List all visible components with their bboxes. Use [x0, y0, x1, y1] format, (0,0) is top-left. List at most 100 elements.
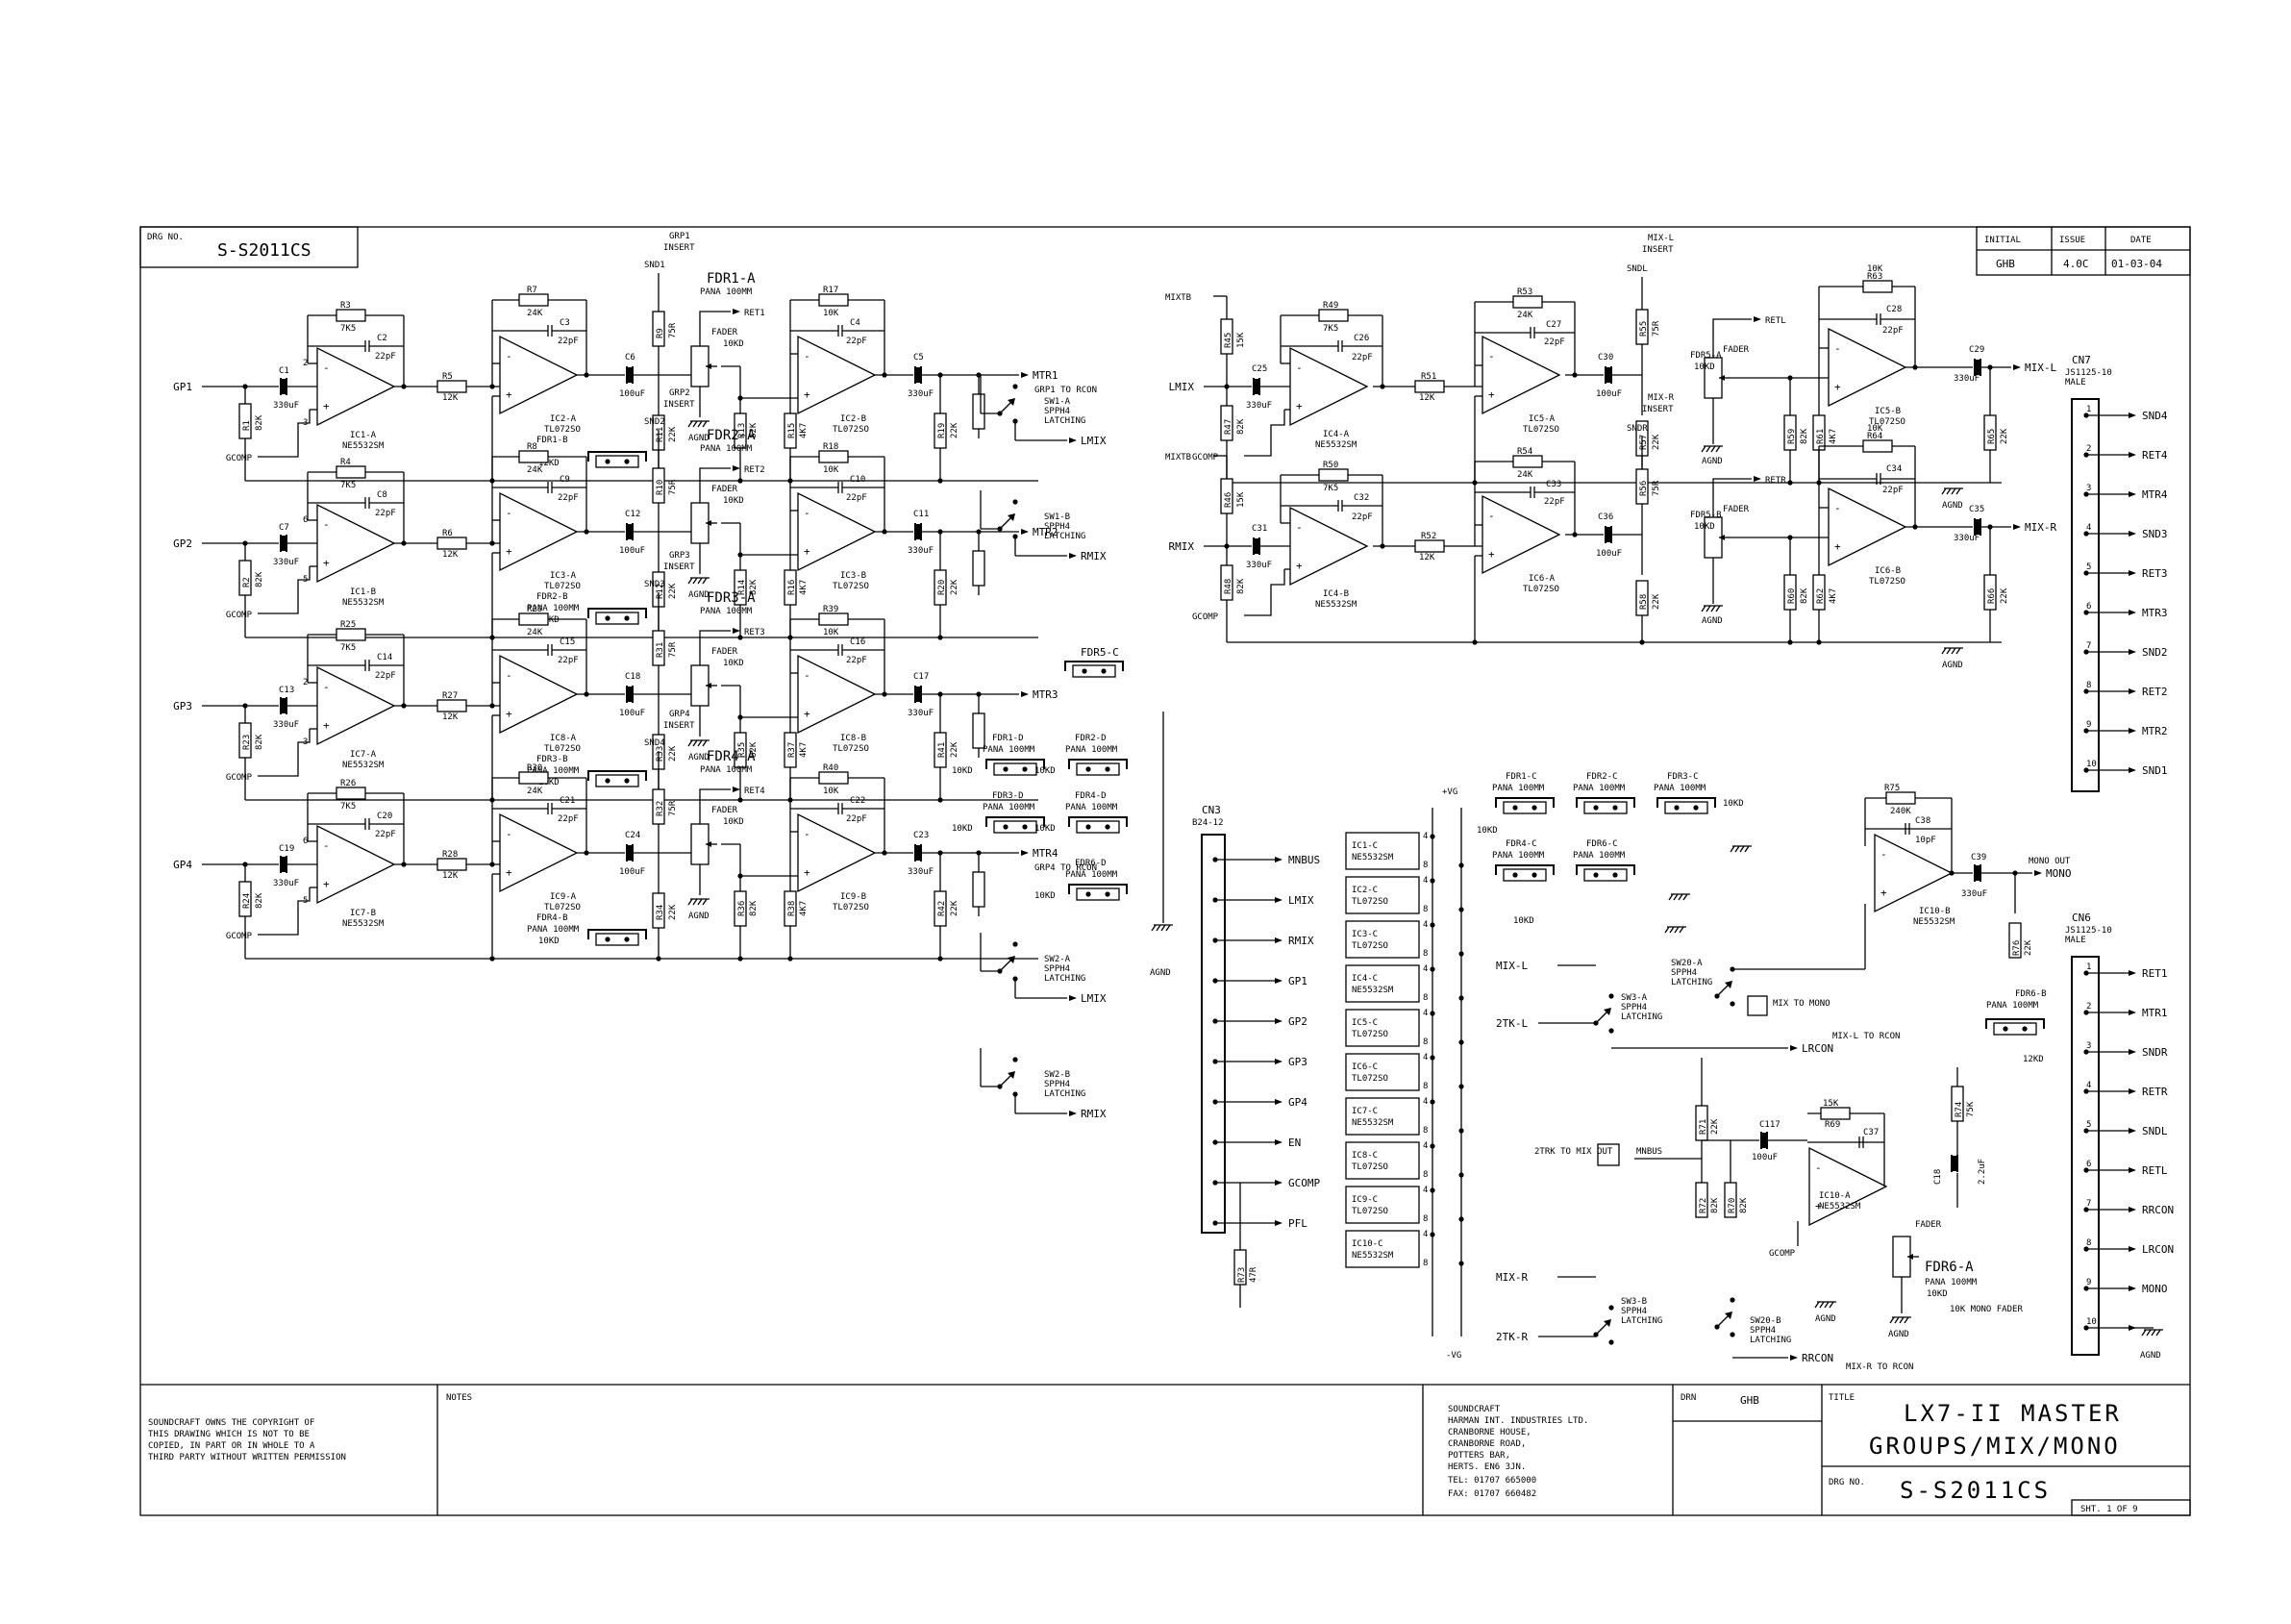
ic-type: TL072SO — [1869, 577, 1905, 587]
op-amp-1 — [316, 346, 396, 427]
drg-no-label-bottom: DRG NO. — [1829, 1478, 1865, 1487]
agnd-label: AGND — [1888, 1330, 1909, 1339]
component-value: 22pF — [846, 814, 867, 824]
component-value: 22K — [668, 426, 678, 442]
op-amp-1 — [316, 665, 396, 746]
drg-no-label: DRG NO. — [147, 233, 184, 242]
ground-hatch — [1899, 1316, 1905, 1324]
component-value: 330uF — [1246, 401, 1272, 411]
switch-mode: LATCHING — [1044, 1089, 1085, 1099]
arrow-head — [733, 628, 740, 634]
component-ref: R72 — [1699, 1198, 1708, 1213]
supply-ic-box — [1345, 1230, 1420, 1268]
meter-label: MTR3 — [1033, 688, 1058, 701]
op-minus: - — [323, 518, 330, 531]
output-label: MIX-L — [2025, 362, 2056, 374]
fader-sub: PANA 100MM — [983, 803, 1035, 812]
fader-sub: PANA 100MM — [700, 607, 753, 616]
arrow-head — [2129, 1010, 2136, 1015]
arrow-head — [2129, 1088, 2136, 1094]
ic-type: TL072SO — [833, 425, 869, 435]
ground-hatch — [1679, 926, 1684, 934]
component-ref: R19 — [937, 423, 947, 438]
component-ref: R49 — [1323, 301, 1338, 311]
pin-number: 10 — [2086, 760, 2097, 769]
op-minus: - — [1488, 510, 1495, 522]
component-ref: R66 — [1987, 588, 1997, 604]
pin-number: 4 — [1423, 1053, 1428, 1062]
feedback-resistor-1 — [336, 465, 366, 479]
meter-label: MTR1 — [1033, 369, 1058, 382]
fader-track-body — [1503, 868, 1547, 882]
component-value: 22pF — [558, 656, 579, 665]
component-value: 100uF — [1596, 389, 1622, 399]
input-label: GP2 — [173, 537, 192, 550]
component-ref: C18 — [625, 672, 640, 682]
component-ref: C23 — [913, 831, 929, 840]
component-value: 4K7 — [799, 901, 809, 916]
capacitor-C39 — [1974, 864, 1981, 882]
junction-dot — [1003, 824, 1009, 830]
input-label: GP4 — [173, 859, 192, 871]
component-ref: R63 — [1867, 272, 1882, 282]
company-line: FAX: 01707 660482 — [1448, 1489, 1536, 1499]
component-value: 330uF — [908, 867, 934, 877]
fader-sub: PANA 100MM — [1065, 870, 1118, 880]
wiper-arrow — [1719, 535, 1725, 540]
fader-b-track — [587, 608, 647, 618]
junction-dot — [605, 778, 610, 784]
wire — [1712, 478, 1752, 496]
drg-no-bottom: S-S2011CS — [1900, 1477, 2051, 1504]
title-line-2: GROUPS/MIX/MONO — [1869, 1433, 2121, 1460]
op-minus: - — [804, 350, 810, 362]
ground-hatch — [687, 420, 693, 428]
switch-type: SPPH4 — [1044, 1080, 1070, 1089]
junction-dot — [605, 459, 610, 464]
arrow-head — [2129, 1246, 2136, 1252]
component-ref: R42 — [937, 901, 947, 916]
op-plus: + — [1834, 381, 1841, 393]
op-amp-2 — [499, 812, 579, 893]
component-value: 4K7 — [1829, 588, 1838, 604]
fader-value: 10KD — [1694, 522, 1715, 532]
junction-dot — [1012, 384, 1018, 389]
junction-dot — [1608, 993, 1614, 999]
pin-number: 4 — [1423, 1097, 1428, 1107]
ic-ref: IC10-A — [1819, 1191, 1851, 1201]
ground-hatch — [2141, 1329, 2147, 1337]
fader-ref: FDR3-B — [536, 755, 568, 764]
cap-fill — [1254, 538, 1259, 554]
wiper-arrow — [706, 841, 711, 847]
junction-dot — [1693, 805, 1699, 811]
junction-dot — [1458, 862, 1464, 868]
pin-number: 2 — [303, 359, 308, 368]
arrow-head — [1275, 1220, 1282, 1226]
component-value: 75R — [668, 800, 678, 816]
ground-hatch — [1715, 445, 1721, 453]
pin-number: 7 — [2086, 641, 2091, 651]
feedback-resistor-3 — [818, 450, 849, 463]
fader-ref: FDR3-D — [992, 791, 1024, 801]
ground-hatch — [692, 420, 698, 428]
ground-hatch — [1734, 845, 1740, 853]
component-value: 22pF — [375, 830, 396, 839]
ic-ref: IC4-C — [1352, 974, 1378, 984]
rrcon-note: MIX-R TO RCON — [1846, 1362, 1913, 1372]
fader-c-track — [1576, 797, 1635, 808]
fader-track-body — [595, 774, 639, 787]
arrow-head — [2129, 1207, 2136, 1212]
junction-dot — [1593, 1020, 1599, 1026]
connector-pin-label: EN — [1288, 1137, 1301, 1149]
component-value: 75R — [668, 479, 678, 495]
drg-no-top: S-S2011CS — [217, 240, 311, 261]
connector-type: JS1125-10 — [2065, 926, 2112, 936]
component-ref: C21 — [560, 796, 575, 806]
component-ref: C13 — [279, 686, 294, 695]
switch-type: SPPH4 — [1044, 522, 1070, 532]
junction-dot — [1674, 805, 1680, 811]
